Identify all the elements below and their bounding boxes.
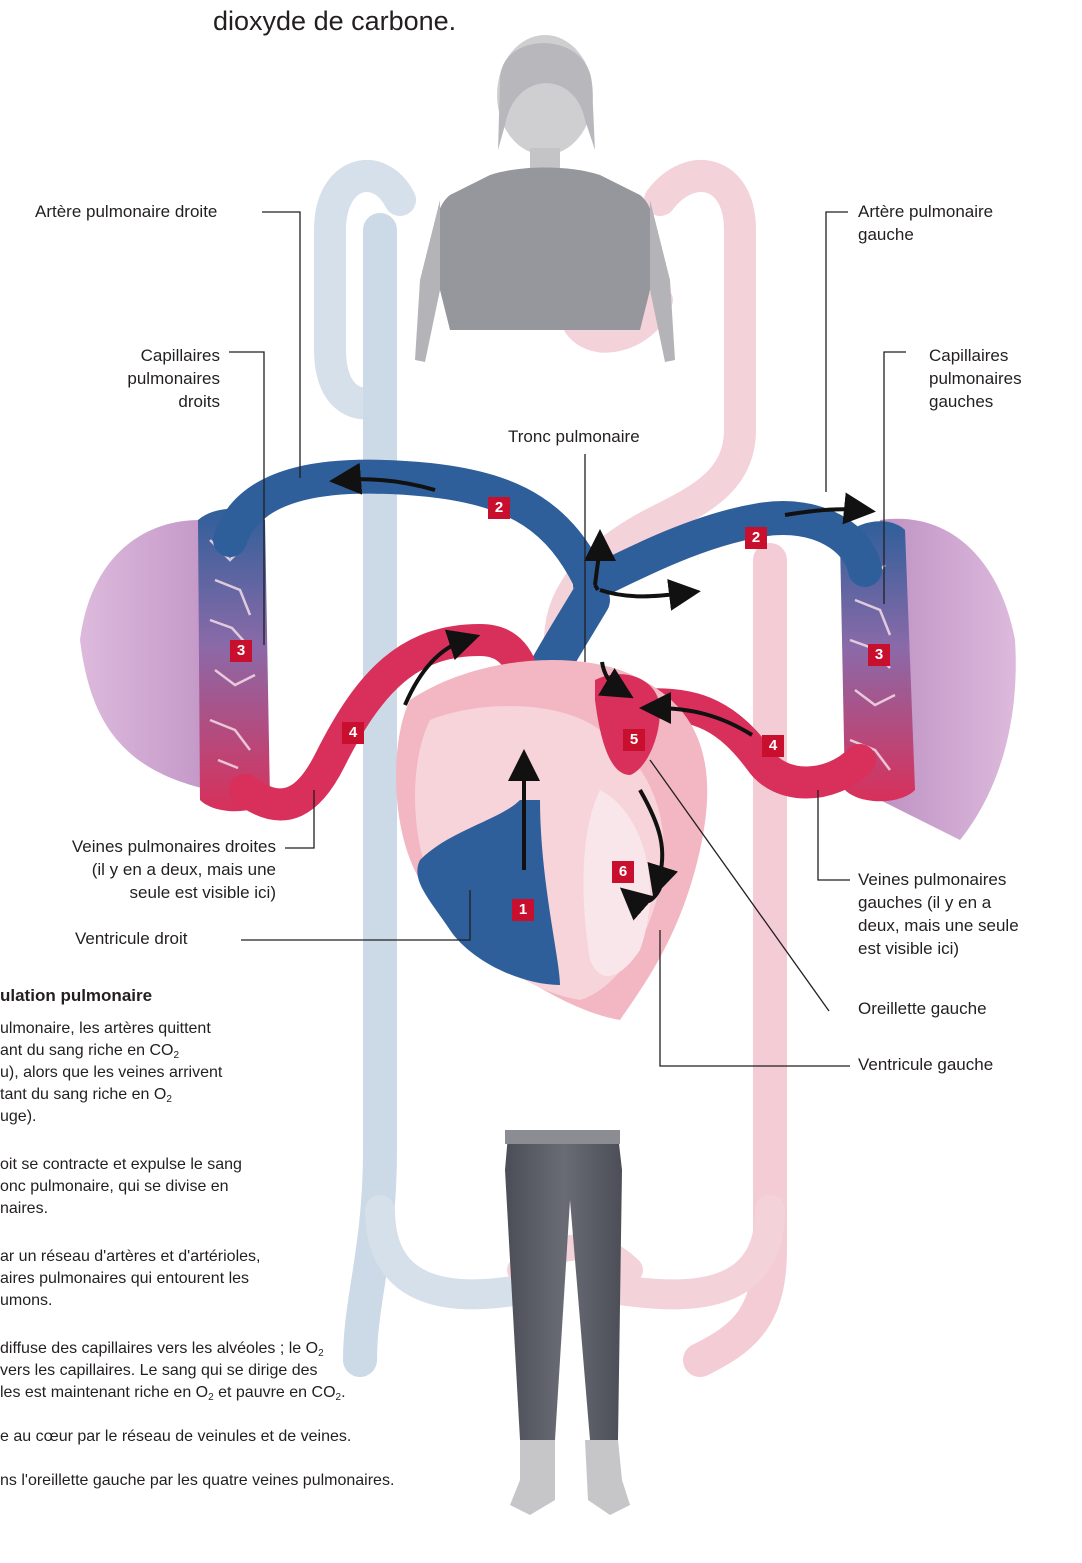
- label-artere-droite: Artère pulmonaire droite: [35, 201, 217, 223]
- badge-6: 6: [612, 861, 634, 883]
- para-5-line-1: e au cœur par le réseau de veinules et d…: [0, 1426, 351, 1448]
- label-artere-gauche-2: gauche: [858, 224, 914, 246]
- para-2-line-1: oit se contracte et expulse le sang: [0, 1154, 242, 1176]
- para-4-line-3: les est maintenant riche en O2 et pauvre…: [0, 1382, 346, 1404]
- para-3-line-2: aires pulmonaires qui entourent les: [0, 1268, 249, 1290]
- label-veines-droites-1: Veines pulmonaires droites: [10, 836, 276, 858]
- label-veines-droites-2: (il y en a deux, mais une: [10, 859, 276, 881]
- para-6-line-1: ns l'oreillette gauche par les quatre ve…: [0, 1470, 394, 1492]
- label-veines-droites-3: seule est visible ici): [10, 882, 276, 904]
- label-veines-gauches-2: gauches (il y en a: [858, 892, 991, 914]
- label-veines-gauches-1: Veines pulmonaires: [858, 869, 1006, 891]
- section-title: ulation pulmonaire: [0, 986, 152, 1006]
- para-1-line-5: uge).: [0, 1106, 36, 1128]
- para-1-line-2: ant du sang riche en CO2: [0, 1040, 179, 1062]
- para-4-line-3-text-b: et pauvre en CO: [214, 1384, 336, 1401]
- label-cap-droits-1: Capillaires: [98, 345, 220, 367]
- badge-5: 5: [623, 729, 645, 751]
- para-2-line-3: naires.: [0, 1198, 48, 1220]
- badge-3-left: 3: [868, 644, 890, 666]
- label-tronc: Tronc pulmonaire: [508, 426, 640, 448]
- badge-1: 1: [512, 899, 534, 921]
- label-ventricule-droit: Ventricule droit: [75, 928, 187, 950]
- para-4-line-1: diffuse des capillaires vers les alvéole…: [0, 1338, 324, 1360]
- para-1-line-4-text: tant du sang riche en O: [0, 1086, 166, 1103]
- label-cap-droits-2: pulmonaires: [98, 368, 220, 390]
- para-1-line-3: u), alors que les veines arrivent: [0, 1062, 222, 1084]
- badge-2-right: 2: [488, 497, 510, 519]
- subscript: 2: [166, 1094, 172, 1105]
- label-artere-gauche-1: Artère pulmonaire: [858, 201, 993, 223]
- badge-4-left: 4: [762, 735, 784, 757]
- para-4-line-3-text-a: les est maintenant riche en O: [0, 1384, 208, 1401]
- para-1-line-2-text: ant du sang riche en CO: [0, 1042, 173, 1059]
- label-veines-gauches-3: deux, mais une seule: [858, 915, 1019, 937]
- label-cap-droits-3: droits: [98, 391, 220, 413]
- para-3-line-1: ar un réseau d'artères et d'artérioles,: [0, 1246, 260, 1268]
- para-4-line-2: vers les capillaires. Le sang qui se dir…: [0, 1360, 318, 1382]
- label-cap-gauches-1: Capillaires: [929, 345, 1008, 367]
- heading-line: dioxyde de carbone.: [213, 4, 456, 38]
- label-ventricule-gauche: Ventricule gauche: [858, 1054, 993, 1076]
- label-cap-gauches-2: pulmonaires: [929, 368, 1022, 390]
- para-2-line-2: onc pulmonaire, qui se divise en: [0, 1176, 229, 1198]
- subscript: 2: [173, 1050, 179, 1061]
- para-1-line-4: tant du sang riche en O2: [0, 1084, 172, 1106]
- subscript: 2: [318, 1348, 324, 1359]
- para-1-line-1: ulmonaire, les artères quittent: [0, 1018, 211, 1040]
- badge-3-right: 3: [230, 640, 252, 662]
- para-3-line-3: umons.: [0, 1290, 52, 1312]
- badge-2-left: 2: [745, 527, 767, 549]
- label-cap-gauches-3: gauches: [929, 391, 993, 413]
- label-oreillette-gauche: Oreillette gauche: [858, 998, 987, 1020]
- label-veines-gauches-4: est visible ici): [858, 938, 959, 960]
- badge-4-right: 4: [342, 722, 364, 744]
- para-4-line-1-text: diffuse des capillaires vers les alvéole…: [0, 1340, 318, 1357]
